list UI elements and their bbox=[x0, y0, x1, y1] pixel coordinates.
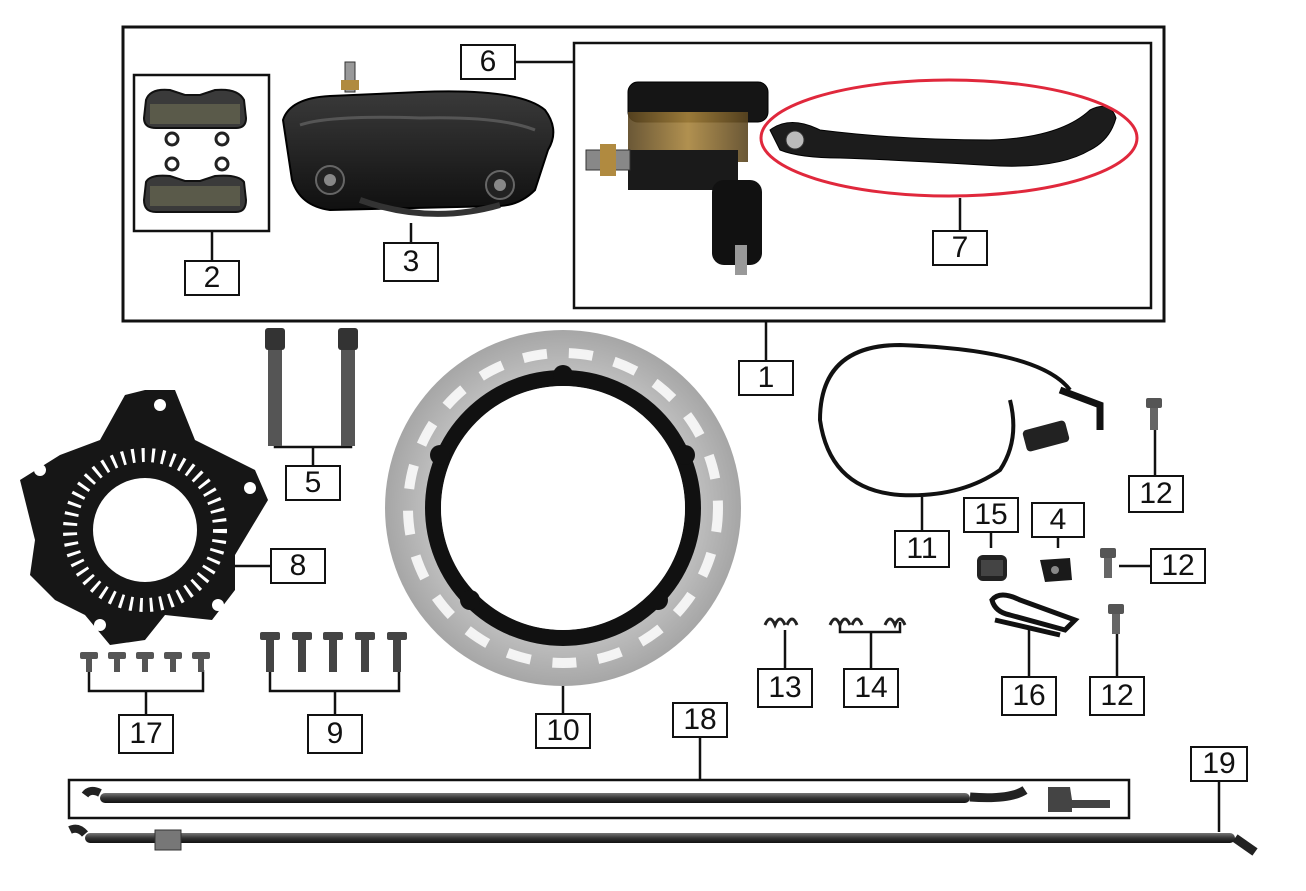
sensor-cable-icon bbox=[820, 345, 1100, 495]
callout-15: 15 bbox=[963, 497, 1019, 533]
callout-5: 5 bbox=[285, 465, 341, 501]
callout-13: 13 bbox=[757, 668, 813, 708]
caliper-icon bbox=[283, 62, 553, 214]
callout-18: 18 bbox=[672, 702, 728, 738]
callout-8: 8 bbox=[270, 548, 326, 584]
callout-14: 14 bbox=[843, 668, 899, 708]
bolt-icon bbox=[1100, 398, 1162, 634]
clip-icon bbox=[765, 619, 905, 625]
callout-19: 19 bbox=[1190, 746, 1248, 782]
disc-bolts bbox=[260, 632, 407, 672]
master-cylinder-icon bbox=[586, 82, 768, 275]
bracket-icon bbox=[1040, 558, 1072, 582]
callout-12a: 12 bbox=[1128, 475, 1184, 513]
callout-17: 17 bbox=[118, 714, 174, 754]
callout-9: 9 bbox=[307, 714, 363, 754]
brake-pad-icon bbox=[144, 90, 246, 212]
callout-12b: 12 bbox=[1150, 548, 1206, 584]
callout-6: 6 bbox=[460, 44, 516, 80]
brake-hose-icon bbox=[70, 787, 1255, 852]
brake-lever-icon bbox=[761, 80, 1137, 196]
callout-11: 11 bbox=[894, 530, 950, 568]
callout-7: 7 bbox=[932, 230, 988, 266]
bolt-icon bbox=[265, 328, 358, 446]
screw-icon bbox=[80, 652, 210, 672]
brake-disc-icon bbox=[385, 330, 741, 686]
callout-2: 2 bbox=[184, 260, 240, 296]
callout-3: 3 bbox=[383, 242, 439, 282]
tone-ring-icon bbox=[20, 390, 268, 645]
callout-10: 10 bbox=[535, 713, 591, 749]
clamp-icon bbox=[992, 595, 1075, 635]
spacer-icon bbox=[977, 555, 1007, 581]
callout-4: 4 bbox=[1031, 502, 1085, 538]
callout-16: 16 bbox=[1001, 676, 1057, 716]
callout-12c: 12 bbox=[1089, 676, 1145, 716]
callout-1: 1 bbox=[738, 360, 794, 396]
